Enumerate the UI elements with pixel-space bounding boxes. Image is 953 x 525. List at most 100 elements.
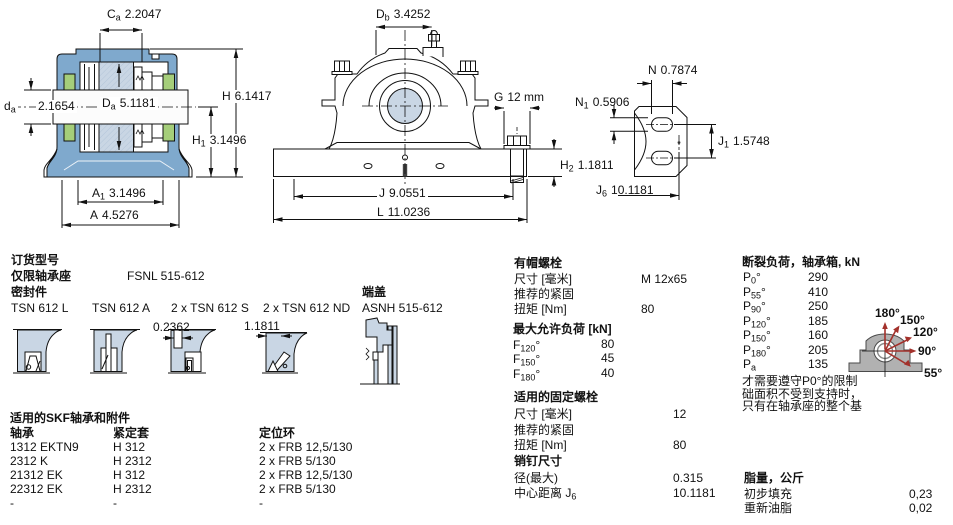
fixing-bolts-torque-label: 扭矩 [Nm] — [514, 438, 567, 452]
dim-seal-nd: 1.1811 — [244, 319, 280, 333]
angle-label-55: 55° — [924, 366, 943, 380]
ordering-title: 订货型号 — [11, 253, 60, 267]
housing-only-value: FSNL 515-612 — [127, 269, 205, 283]
breaking-load-row: P120° — [743, 314, 771, 330]
max-load-value: 80 — [601, 337, 615, 351]
breaking-load-row: Pa — [743, 357, 757, 373]
grease-nipple — [422, 29, 444, 57]
angle-label-120: 120° — [913, 325, 938, 339]
table-cell: 2 x FRB 12,5/130 — [259, 440, 353, 454]
cap-bolts — [331, 60, 479, 75]
breaking-load-value: 290 — [808, 270, 829, 284]
breaking-load-value: 185 — [808, 314, 829, 328]
technical-drawings — [10, 24, 716, 228]
dowel-title: 销钉尺寸 — [514, 454, 563, 468]
breaking-load-row: P180° — [743, 343, 771, 359]
max-load-title: 最大允许负荷 [kN] — [513, 322, 612, 336]
table-cell: H 2312 — [113, 454, 152, 468]
foot-plan-drawing — [610, 80, 716, 200]
fixing-bolts-size-label: 尺寸 [毫米] — [514, 407, 573, 421]
breaking-load-note: 才需要遵守P0°的限制 础面积不受到支持时， 只有在轴承座的整个基 — [742, 374, 863, 413]
shaft-seals — [63, 73, 175, 142]
max-load-row: F120° — [513, 338, 541, 354]
seal-option-3: 2 x TSN 612 S — [171, 301, 249, 315]
max-load-row: F180° — [513, 367, 541, 383]
dowel-dia-value: 0.315 — [673, 471, 704, 485]
table-cell: 1312 EKTN9 — [10, 440, 79, 454]
breaking-load-title: 断裂负荷，轴承箱, kN — [742, 255, 861, 269]
table-cell: H 312 — [113, 440, 146, 454]
end-cover-label: 端盖 — [362, 285, 387, 299]
breaking-load-row: P90° — [743, 299, 766, 315]
dim-seal-s: 0.2362 — [153, 320, 190, 334]
table-cell: 22312 EK — [10, 482, 63, 496]
grease-initial-value: 0,23 — [909, 487, 933, 501]
cap-bolts-title: 有帽螺栓 — [514, 256, 563, 270]
housing-only-label: 仅限轴承座 — [11, 269, 72, 283]
angle-label-150: 150° — [900, 313, 925, 327]
dim-da-val: 2.1654 — [36, 99, 77, 113]
dowel-dia-label: 径(最大) — [514, 471, 558, 485]
end-cover-asnh — [360, 317, 400, 385]
table-cell: - — [259, 496, 263, 510]
bearings-header-1: 轴承 — [10, 426, 35, 440]
attachment-bolt — [503, 127, 531, 184]
seal-option-4: 2 x TSN 612 ND — [263, 301, 351, 315]
breaking-load-row: P150° — [743, 328, 771, 344]
dim-da-sym: da — [2, 99, 18, 115]
end-cover-value: ASNH 515-612 — [362, 301, 443, 315]
breaking-load-value: 410 — [808, 285, 829, 299]
cap-bolts-torque-label: 扭矩 [Nm] — [514, 302, 567, 316]
cross-section-dims — [24, 27, 243, 228]
bearings-header-2: 紧定套 — [113, 426, 150, 440]
seal-option-2: TSN 612 A — [92, 301, 151, 315]
table-cell: 2 x FRB 5/130 — [259, 454, 336, 468]
bearings-header-3: 定位环 — [259, 426, 296, 440]
fixing-bolts-torque-value: 80 — [673, 438, 687, 452]
breaking-load-value: 250 — [808, 299, 829, 313]
breaking-load-row: P0° — [743, 270, 761, 286]
load-arrows — [884, 326, 913, 366]
breaking-load-value: 160 — [808, 328, 829, 342]
angle-label-90: 90° — [918, 344, 937, 358]
cap-bolts-size-label: 尺寸 [毫米] — [514, 272, 573, 286]
grease-relub-label: 重新油脂 — [744, 501, 793, 515]
grease-relub-value: 0,02 — [909, 501, 933, 515]
table-cell: 2 x FRB 5/130 — [259, 482, 336, 496]
seal-tsn-s — [163, 329, 216, 374]
max-load-value: 45 — [601, 351, 615, 365]
load-arrowheads — [882, 322, 917, 367]
dowel-cc-value: 10.1181 — [673, 486, 716, 500]
breaking-load-value: 135 — [808, 357, 829, 371]
seal-option-1: TSN 612 L — [11, 301, 69, 315]
cross-section-drawing — [10, 48, 196, 178]
max-load-value: 40 — [601, 366, 615, 380]
breaking-load-row: P55° — [743, 285, 766, 301]
fixing-bolts-rec-label: 推荐的紧固 — [514, 423, 575, 437]
grease-title: 脂量，公斤 — [744, 471, 805, 485]
table-cell: - — [10, 496, 14, 510]
table-cell: 21312 EK — [10, 468, 63, 482]
table-cell: 2 x FRB 12,5/130 — [259, 468, 353, 482]
table-cell: 2312 K — [10, 454, 49, 468]
dowel-cc-label: 中心距离 J6 — [514, 486, 577, 502]
fixing-bolts-size-value: 12 — [673, 407, 687, 421]
table-cell: H 312 — [113, 468, 146, 482]
seal-tsn-l — [13, 329, 62, 374]
angle-label-180: 180° — [875, 306, 900, 320]
seal-tsn-a — [90, 329, 140, 374]
